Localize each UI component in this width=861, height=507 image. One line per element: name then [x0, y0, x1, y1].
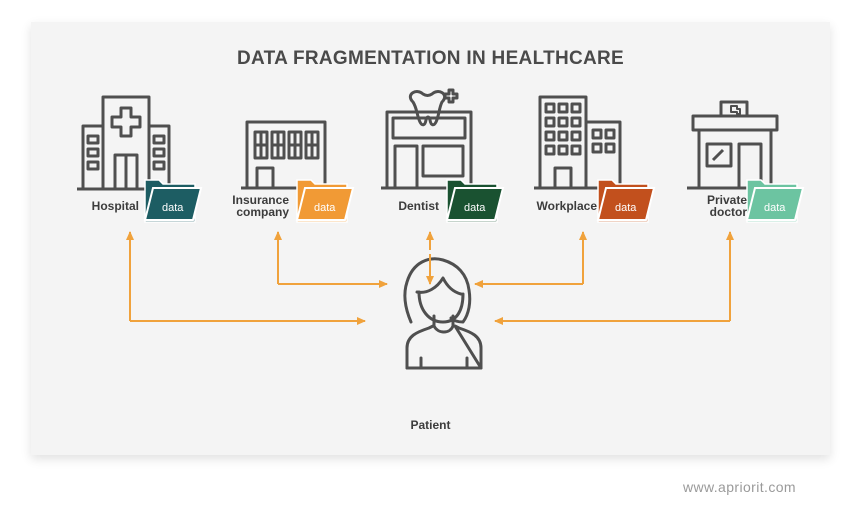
data-folder-icon-workplace — [596, 179, 656, 223]
folder-label-dentist: data — [464, 202, 486, 214]
dental-clinic-icon — [381, 88, 477, 190]
office-building-icon — [241, 120, 331, 190]
connection-arrows — [126, 231, 734, 325]
diagram-canvas — [77, 88, 805, 370]
skyscraper-icon — [534, 95, 626, 190]
diagram-card: DATA FRAGMENTATION IN HEALTHCARE — [31, 22, 830, 455]
watermark: www.apriorit.com — [683, 479, 796, 495]
node-label-workplace: Workplace — [536, 199, 597, 213]
patient-label: Patient — [410, 418, 451, 432]
data-folder-icon-dentist — [445, 179, 505, 223]
data-folder-icon-insurance — [295, 179, 355, 223]
node-label-hospital: Hospital — [91, 199, 139, 213]
folder-label-workplace: data — [615, 202, 637, 214]
clinic-icon — [687, 100, 783, 190]
folder-label-insurance: data — [314, 202, 336, 214]
data-folder-icon-hospital — [143, 179, 203, 223]
folder-label-hospital: data — [162, 202, 184, 214]
patient-avatar-icon — [403, 257, 483, 370]
data-folder-icon-private-doctor — [745, 179, 805, 223]
folder-label-private-doctor: data — [764, 202, 786, 214]
diagram-title: DATA FRAGMENTATION IN HEALTHCARE — [236, 48, 625, 69]
node-label-dentist: Dentist — [398, 199, 439, 213]
hospital-icon — [77, 95, 175, 191]
